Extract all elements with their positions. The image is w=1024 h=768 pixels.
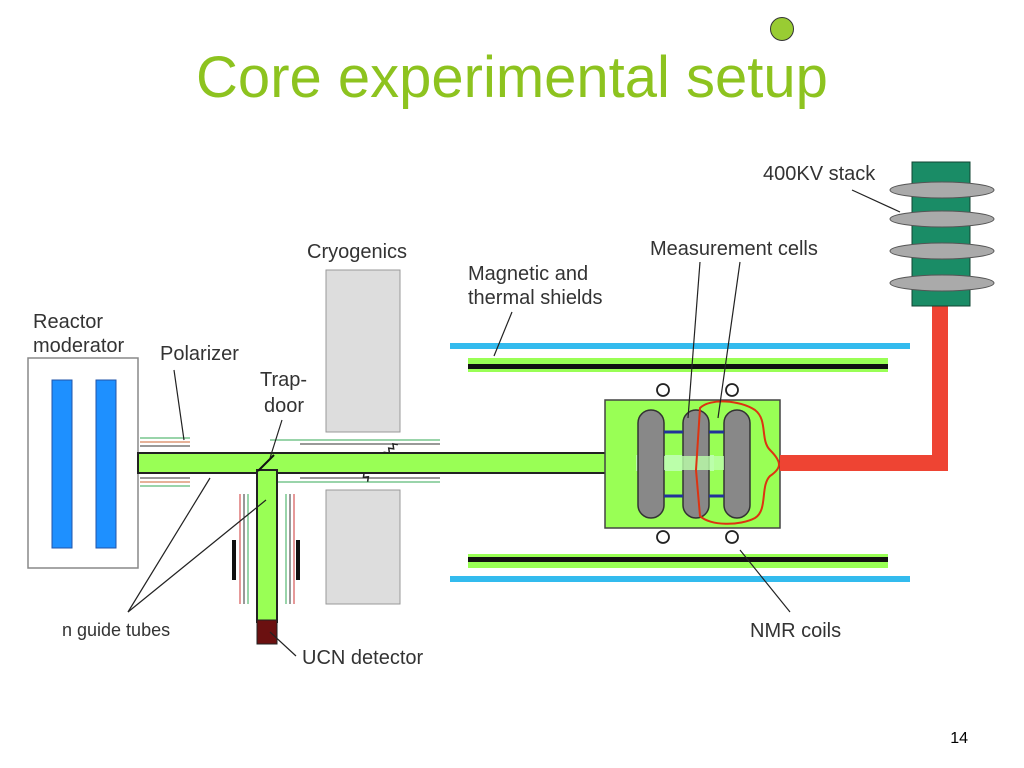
shield-top-cyan [450,343,910,349]
slide-number: 14 [950,730,968,747]
nmr-coil-bottom-left [656,530,670,544]
cell-electrodes [664,430,724,498]
hv-stack-insulator-1 [889,181,995,199]
shield-top-green2 [468,369,888,372]
cryogenics-block-top [325,269,401,433]
nmr-coil-top-right [725,383,739,397]
ucn-detector-block [256,619,278,645]
leader-lines [127,189,901,657]
hv-stack-insulator-4 [889,274,995,292]
hv-stack-insulator-3 [889,242,995,260]
hv-line-horizontal [780,455,948,471]
shield-bottom-green2 [468,562,888,568]
detector-side-lines [239,494,295,604]
moderator-bar-right [95,379,117,549]
hv-line-vertical [932,300,948,471]
shield-bottom-black [468,557,888,562]
reactor-box [27,357,139,569]
shields-label-line2: thermal shields [468,287,603,309]
reactor-label-line1: Reactor [33,311,103,333]
trapdoor-label-line1: Trap- [260,369,307,391]
detector-coil-right [296,540,300,580]
nmr-coil-bottom-right [725,530,739,544]
shield-top-green [468,358,888,364]
detector-coil-left [232,540,236,580]
trapdoor [257,454,275,472]
stack-label: 400KV stack [763,163,876,185]
cryogenics-block-bottom [325,489,401,605]
guide-tube-vertical [256,469,278,623]
reactor-label-line2: moderator [33,335,124,357]
nmr-coils-label: NMR coils [750,620,841,642]
cryogenics-label: Cryogenics [307,241,407,263]
cell-left [637,409,665,519]
guide-end-through-cells [664,456,724,470]
polarizer-lines [140,437,190,487]
guide-tubes-label: n guide tubes [62,620,170,640]
slide-title: Core experimental setup [196,45,828,110]
polarizer-label: Polarizer [160,343,239,365]
hv-stack-insulator-2 [889,210,995,228]
shield-bottom-green [468,554,888,557]
cryo-thin-lines [270,439,440,483]
ucn-detector-label: UCN detector [302,647,423,669]
moderator-bar-left [51,379,73,549]
guide-tube-main [137,452,637,474]
shield-top-black [468,364,888,369]
hv-electrode-outline [694,400,780,525]
shield-bottom-cyan [450,576,910,582]
nmr-coil-top-left [656,383,670,397]
cell-right [723,409,751,519]
slide-bullet-dot [770,17,794,41]
measurement-cells-label: Measurement cells [650,238,818,260]
trapdoor-label-line2: door [264,395,304,417]
shields-label-line1: Magnetic and [468,263,588,285]
